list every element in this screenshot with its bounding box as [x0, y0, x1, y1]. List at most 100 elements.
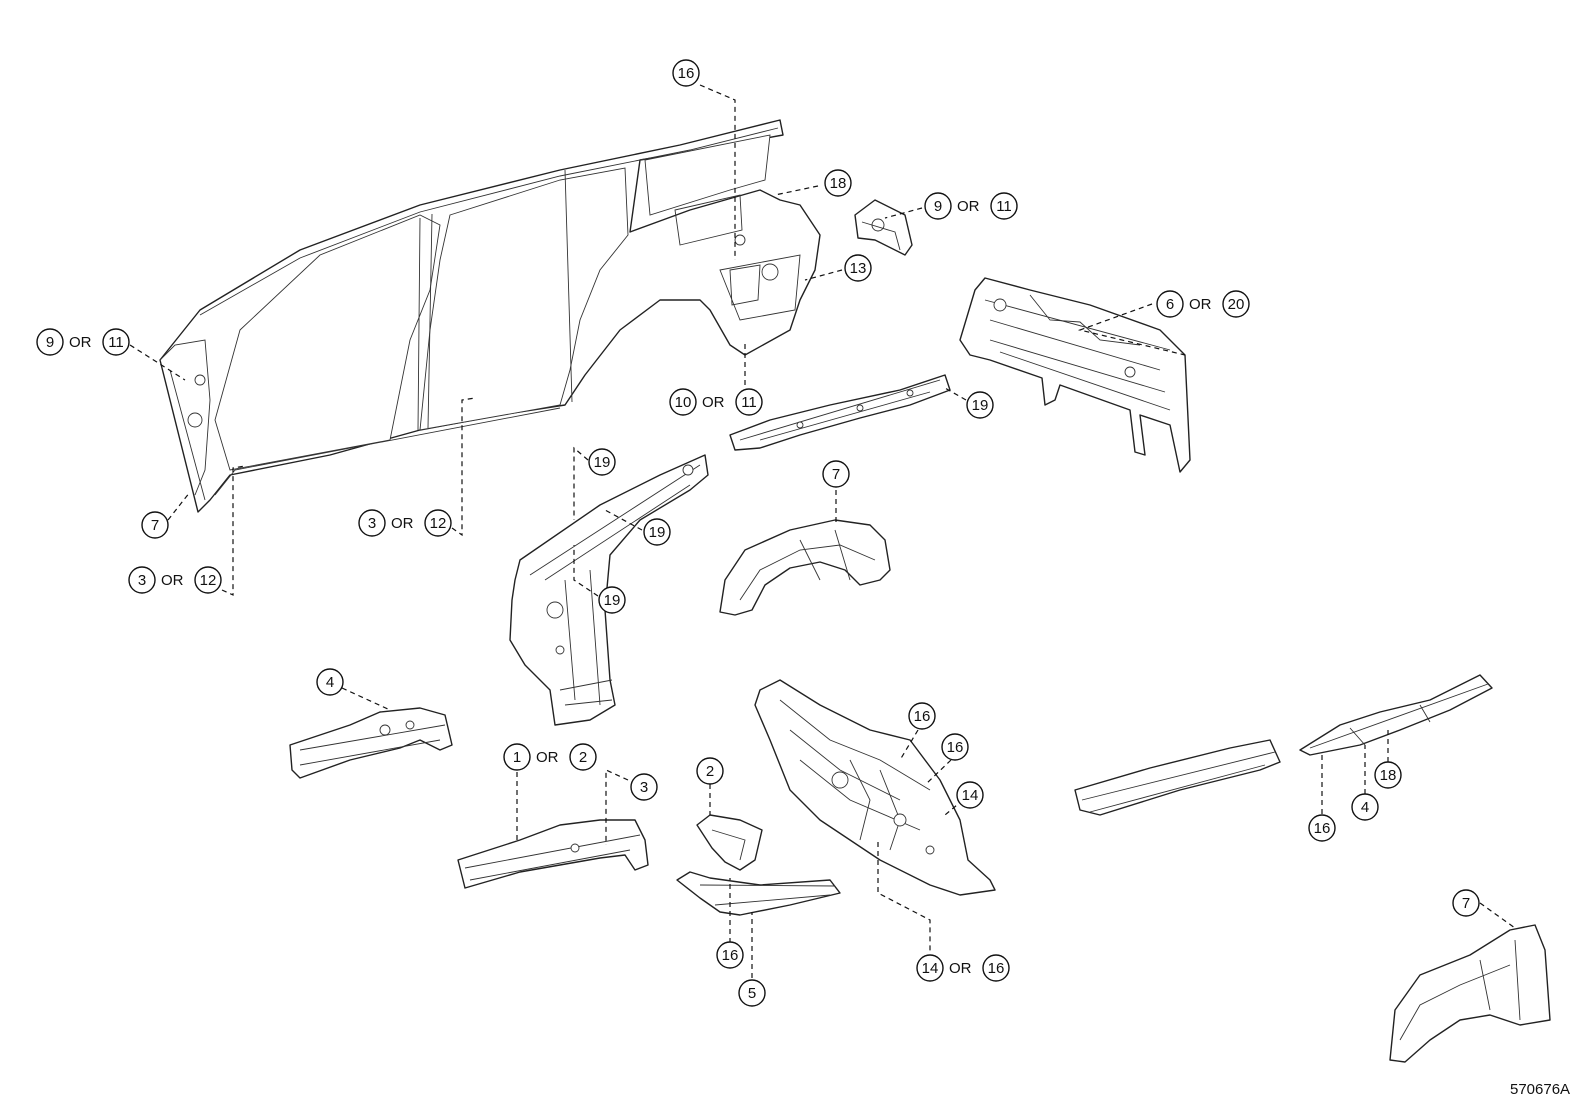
callout-number: 12: [200, 572, 217, 589]
callout-part-12[interactable]: 12: [424, 509, 452, 537]
callout-number: 5: [748, 985, 756, 1002]
callout-part-14[interactable]: 14: [916, 954, 944, 982]
callout-part-16[interactable]: 16: [941, 733, 969, 761]
callout-number: 16: [1314, 820, 1331, 837]
callout-part-11[interactable]: 11: [990, 192, 1018, 220]
callout-part-16[interactable]: 16: [908, 702, 936, 730]
callout-number: 9: [46, 334, 54, 351]
callout-ring: [672, 59, 700, 87]
callout-part-7[interactable]: 7: [141, 511, 169, 539]
callout-ring: [588, 448, 616, 476]
callout-c14: 14: [956, 781, 984, 809]
callout-number: 7: [151, 517, 159, 534]
callout-ring: [990, 192, 1018, 220]
callout-part-20[interactable]: 20: [1222, 290, 1250, 318]
callout-number: 19: [649, 524, 666, 541]
rear-bracket-part: [854, 199, 913, 256]
callout-ring: [1374, 761, 1402, 789]
callout-c19-d: 19: [598, 586, 626, 614]
rear-wheel-house-outer: [1389, 924, 1551, 1063]
callout-ring: [36, 328, 64, 356]
callout-part-19[interactable]: 19: [598, 586, 626, 614]
callout-number: 14: [962, 787, 979, 804]
callout-part-16[interactable]: 16: [672, 59, 700, 87]
callout-ring: [141, 511, 169, 539]
callout-number: 12: [430, 515, 447, 532]
callout-part-4[interactable]: 4: [1351, 793, 1379, 821]
callout-part-5[interactable]: 5: [738, 979, 766, 1007]
callout-part-11[interactable]: 11: [102, 328, 130, 356]
callout-ring: [316, 668, 344, 696]
callout-part-6[interactable]: 6: [1156, 290, 1184, 318]
callout-c16-top: 16: [672, 59, 700, 87]
callout-ring: [908, 702, 936, 730]
callout-part-3[interactable]: 3: [128, 566, 156, 594]
callout-part-14[interactable]: 14: [956, 781, 984, 809]
callout-ring: [358, 509, 386, 537]
side-member-left: [289, 707, 453, 779]
callout-c19-b: 19: [588, 448, 616, 476]
or-connector: OR: [161, 572, 184, 589]
callout-part-18[interactable]: 18: [1374, 761, 1402, 789]
or-connector: OR: [1189, 296, 1212, 313]
callout-part-19[interactable]: 19: [643, 518, 671, 546]
callout-number: 4: [1361, 799, 1369, 816]
callout-ring: [966, 391, 994, 419]
callout-part-16[interactable]: 16: [716, 941, 744, 969]
callout-number: 9: [934, 198, 942, 215]
callout-number: 2: [706, 763, 714, 780]
callout-part-1[interactable]: 1: [503, 743, 531, 771]
callout-part-13[interactable]: 13: [844, 254, 872, 282]
callout-number: 19: [972, 397, 989, 414]
callout-number: 4: [326, 674, 334, 691]
rear-panel-part: [959, 277, 1191, 473]
callout-ring: [735, 388, 763, 416]
rocker-inner-panel: [1074, 739, 1281, 816]
callout-number: 14: [922, 960, 939, 977]
callout-ring: [696, 757, 724, 785]
callout-ring: [824, 169, 852, 197]
callout-number: 19: [604, 592, 621, 609]
callout-part-10[interactable]: 10: [669, 388, 697, 416]
callout-number: 19: [594, 454, 611, 471]
callout-part-16[interactable]: 16: [1308, 814, 1336, 842]
callout-part-2[interactable]: 2: [696, 757, 724, 785]
callout-part-3[interactable]: 3: [630, 773, 658, 801]
callout-part-9[interactable]: 9: [924, 192, 952, 220]
callout-part-18[interactable]: 18: [824, 169, 852, 197]
callout-number: 16: [722, 947, 739, 964]
callout-part-2[interactable]: 2: [569, 743, 597, 771]
floor-member-part: [676, 871, 841, 916]
callout-c4-left: 4: [316, 668, 344, 696]
callout-part-16[interactable]: 16: [982, 954, 1010, 982]
or-connector: OR: [949, 960, 972, 977]
callout-c6or20: 6 OR 20: [1156, 290, 1250, 318]
callout-part-7[interactable]: 7: [1452, 889, 1480, 917]
callout-ring: [956, 781, 984, 809]
callout-part-11[interactable]: 11: [735, 388, 763, 416]
callout-c18-top: 18: [824, 169, 852, 197]
callout-ring: [424, 509, 452, 537]
callout-ring: [941, 733, 969, 761]
callout-ring: [916, 954, 944, 982]
callout-number: 11: [741, 394, 757, 411]
callout-part-4[interactable]: 4: [316, 668, 344, 696]
callout-part-19[interactable]: 19: [588, 448, 616, 476]
bracket-part-2: [696, 814, 763, 871]
callout-part-3[interactable]: 3: [358, 509, 386, 537]
callout-part-9[interactable]: 9: [36, 328, 64, 356]
callout-part-7[interactable]: 7: [822, 460, 850, 488]
callout-number: 2: [579, 749, 587, 766]
callout-part-19[interactable]: 19: [966, 391, 994, 419]
callout-c3or12-low: 3 OR 12: [128, 566, 222, 594]
callout-c7-right: 7: [1452, 889, 1480, 917]
callout-number: 16: [914, 708, 931, 725]
callout-part-12[interactable]: 12: [194, 566, 222, 594]
